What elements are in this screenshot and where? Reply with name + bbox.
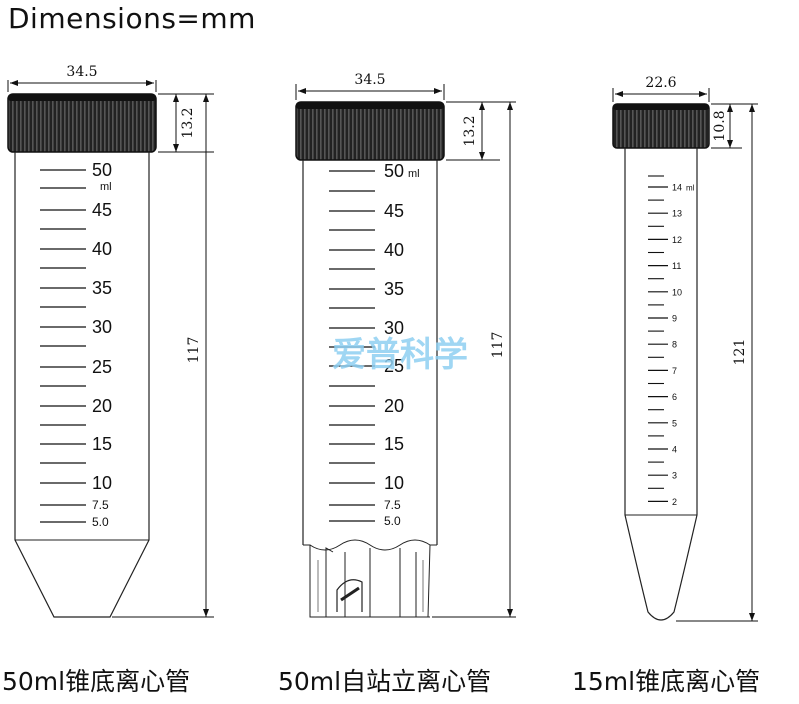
tube-body bbox=[624, 148, 698, 621]
cap-height-label: 10.8 bbox=[712, 110, 728, 141]
graduation-label: 15 bbox=[384, 434, 404, 454]
dimensions-title: Dimensions=mm bbox=[8, 2, 256, 35]
unit-label: ml bbox=[408, 168, 420, 180]
graduation-label: 50 bbox=[384, 161, 404, 181]
graduation-label: 5.0 bbox=[92, 515, 109, 529]
tube-50-conical: 34.5 13.2 117 50 45 40 35 30 25 20 15 10 7.5 5.0 ml bbox=[7, 64, 214, 618]
cap-width-label: 22.6 bbox=[645, 75, 676, 91]
tube-15-conical: 22.6 10.8 121 14 13 12 11 10 9 8 7 6 5 4 3 2 ml bbox=[612, 75, 758, 622]
graduation-label: 2 bbox=[672, 497, 677, 507]
graduation-label: 3 bbox=[672, 471, 677, 481]
caption-tube-15-conical: 15ml锥底离心管 bbox=[572, 667, 761, 696]
tube-body bbox=[302, 160, 438, 545]
graduation-label: 7.5 bbox=[92, 498, 109, 512]
graduation-label: 10 bbox=[92, 473, 112, 493]
graduation-label: 45 bbox=[384, 201, 404, 221]
tube-skirt bbox=[303, 544, 437, 618]
tube-cap bbox=[7, 93, 157, 153]
tube-cap bbox=[612, 103, 710, 149]
cap-height-label: 13.2 bbox=[462, 115, 478, 146]
graduation-label: 7 bbox=[672, 366, 677, 376]
graduation-label: 30 bbox=[384, 318, 404, 338]
graduation-label: 40 bbox=[384, 240, 404, 260]
graduation-label: 6 bbox=[672, 392, 677, 402]
graduation-label: 25 bbox=[384, 356, 404, 376]
graduation-label: 30 bbox=[92, 317, 112, 337]
graduation-label: 10 bbox=[384, 473, 404, 493]
graduation-label: 5 bbox=[672, 418, 677, 428]
graduation-label: 4 bbox=[672, 445, 677, 455]
cap-width-label: 34.5 bbox=[66, 64, 97, 80]
unit-label: ml bbox=[100, 181, 112, 193]
tube-50-selfstanding: 34.5 13.2 117 50 45 40 35 30 25 20 15 10 7.5 5.0 ml bbox=[295, 72, 516, 618]
graduation-label: 40 bbox=[92, 239, 112, 259]
graduation-scale: 14 13 12 11 10 9 8 7 6 5 4 3 2 ml bbox=[648, 175, 695, 507]
graduation-label: 7.5 bbox=[384, 498, 401, 512]
graduation-label: 20 bbox=[384, 396, 404, 416]
graduation-label: 5.0 bbox=[384, 514, 401, 528]
graduation-label: 15 bbox=[92, 434, 112, 454]
graduation-label: 35 bbox=[92, 278, 112, 298]
graduation-label: 25 bbox=[92, 357, 112, 377]
total-height-label: 117 bbox=[186, 337, 202, 364]
graduation-label: 35 bbox=[384, 279, 404, 299]
graduation-label: 12 bbox=[672, 235, 682, 245]
graduation-label: 14 bbox=[672, 183, 682, 193]
caption-tube-50-selfstanding: 50ml自站立离心管 bbox=[278, 667, 492, 696]
graduation-label: 8 bbox=[672, 340, 677, 350]
graduation-label: 10 bbox=[672, 287, 682, 297]
cap-height-label: 13.2 bbox=[180, 107, 196, 138]
graduation-label: 11 bbox=[672, 261, 681, 271]
graduation-label: 13 bbox=[672, 209, 682, 219]
graduation-scale: 50 45 40 35 30 25 20 15 10 7.5 5.0 ml bbox=[40, 160, 112, 529]
graduation-label: 9 bbox=[672, 314, 677, 324]
watermark-logo: 爱普科学 bbox=[332, 335, 468, 375]
unit-label: ml bbox=[686, 184, 695, 193]
graduation-label: 45 bbox=[92, 200, 112, 220]
tube-cap bbox=[295, 101, 445, 161]
graduation-label: 50 bbox=[92, 160, 112, 180]
graduation-label: 20 bbox=[92, 396, 112, 416]
caption-tube-50-conical: 50ml锥底离心管 bbox=[2, 667, 191, 696]
tube-body bbox=[14, 152, 150, 618]
total-height-label: 117 bbox=[490, 332, 506, 359]
graduation-scale: 50 45 40 35 30 25 20 15 10 7.5 5.0 ml bbox=[329, 161, 420, 528]
total-height-label: 121 bbox=[732, 339, 748, 366]
cap-width-label: 34.5 bbox=[354, 72, 385, 88]
